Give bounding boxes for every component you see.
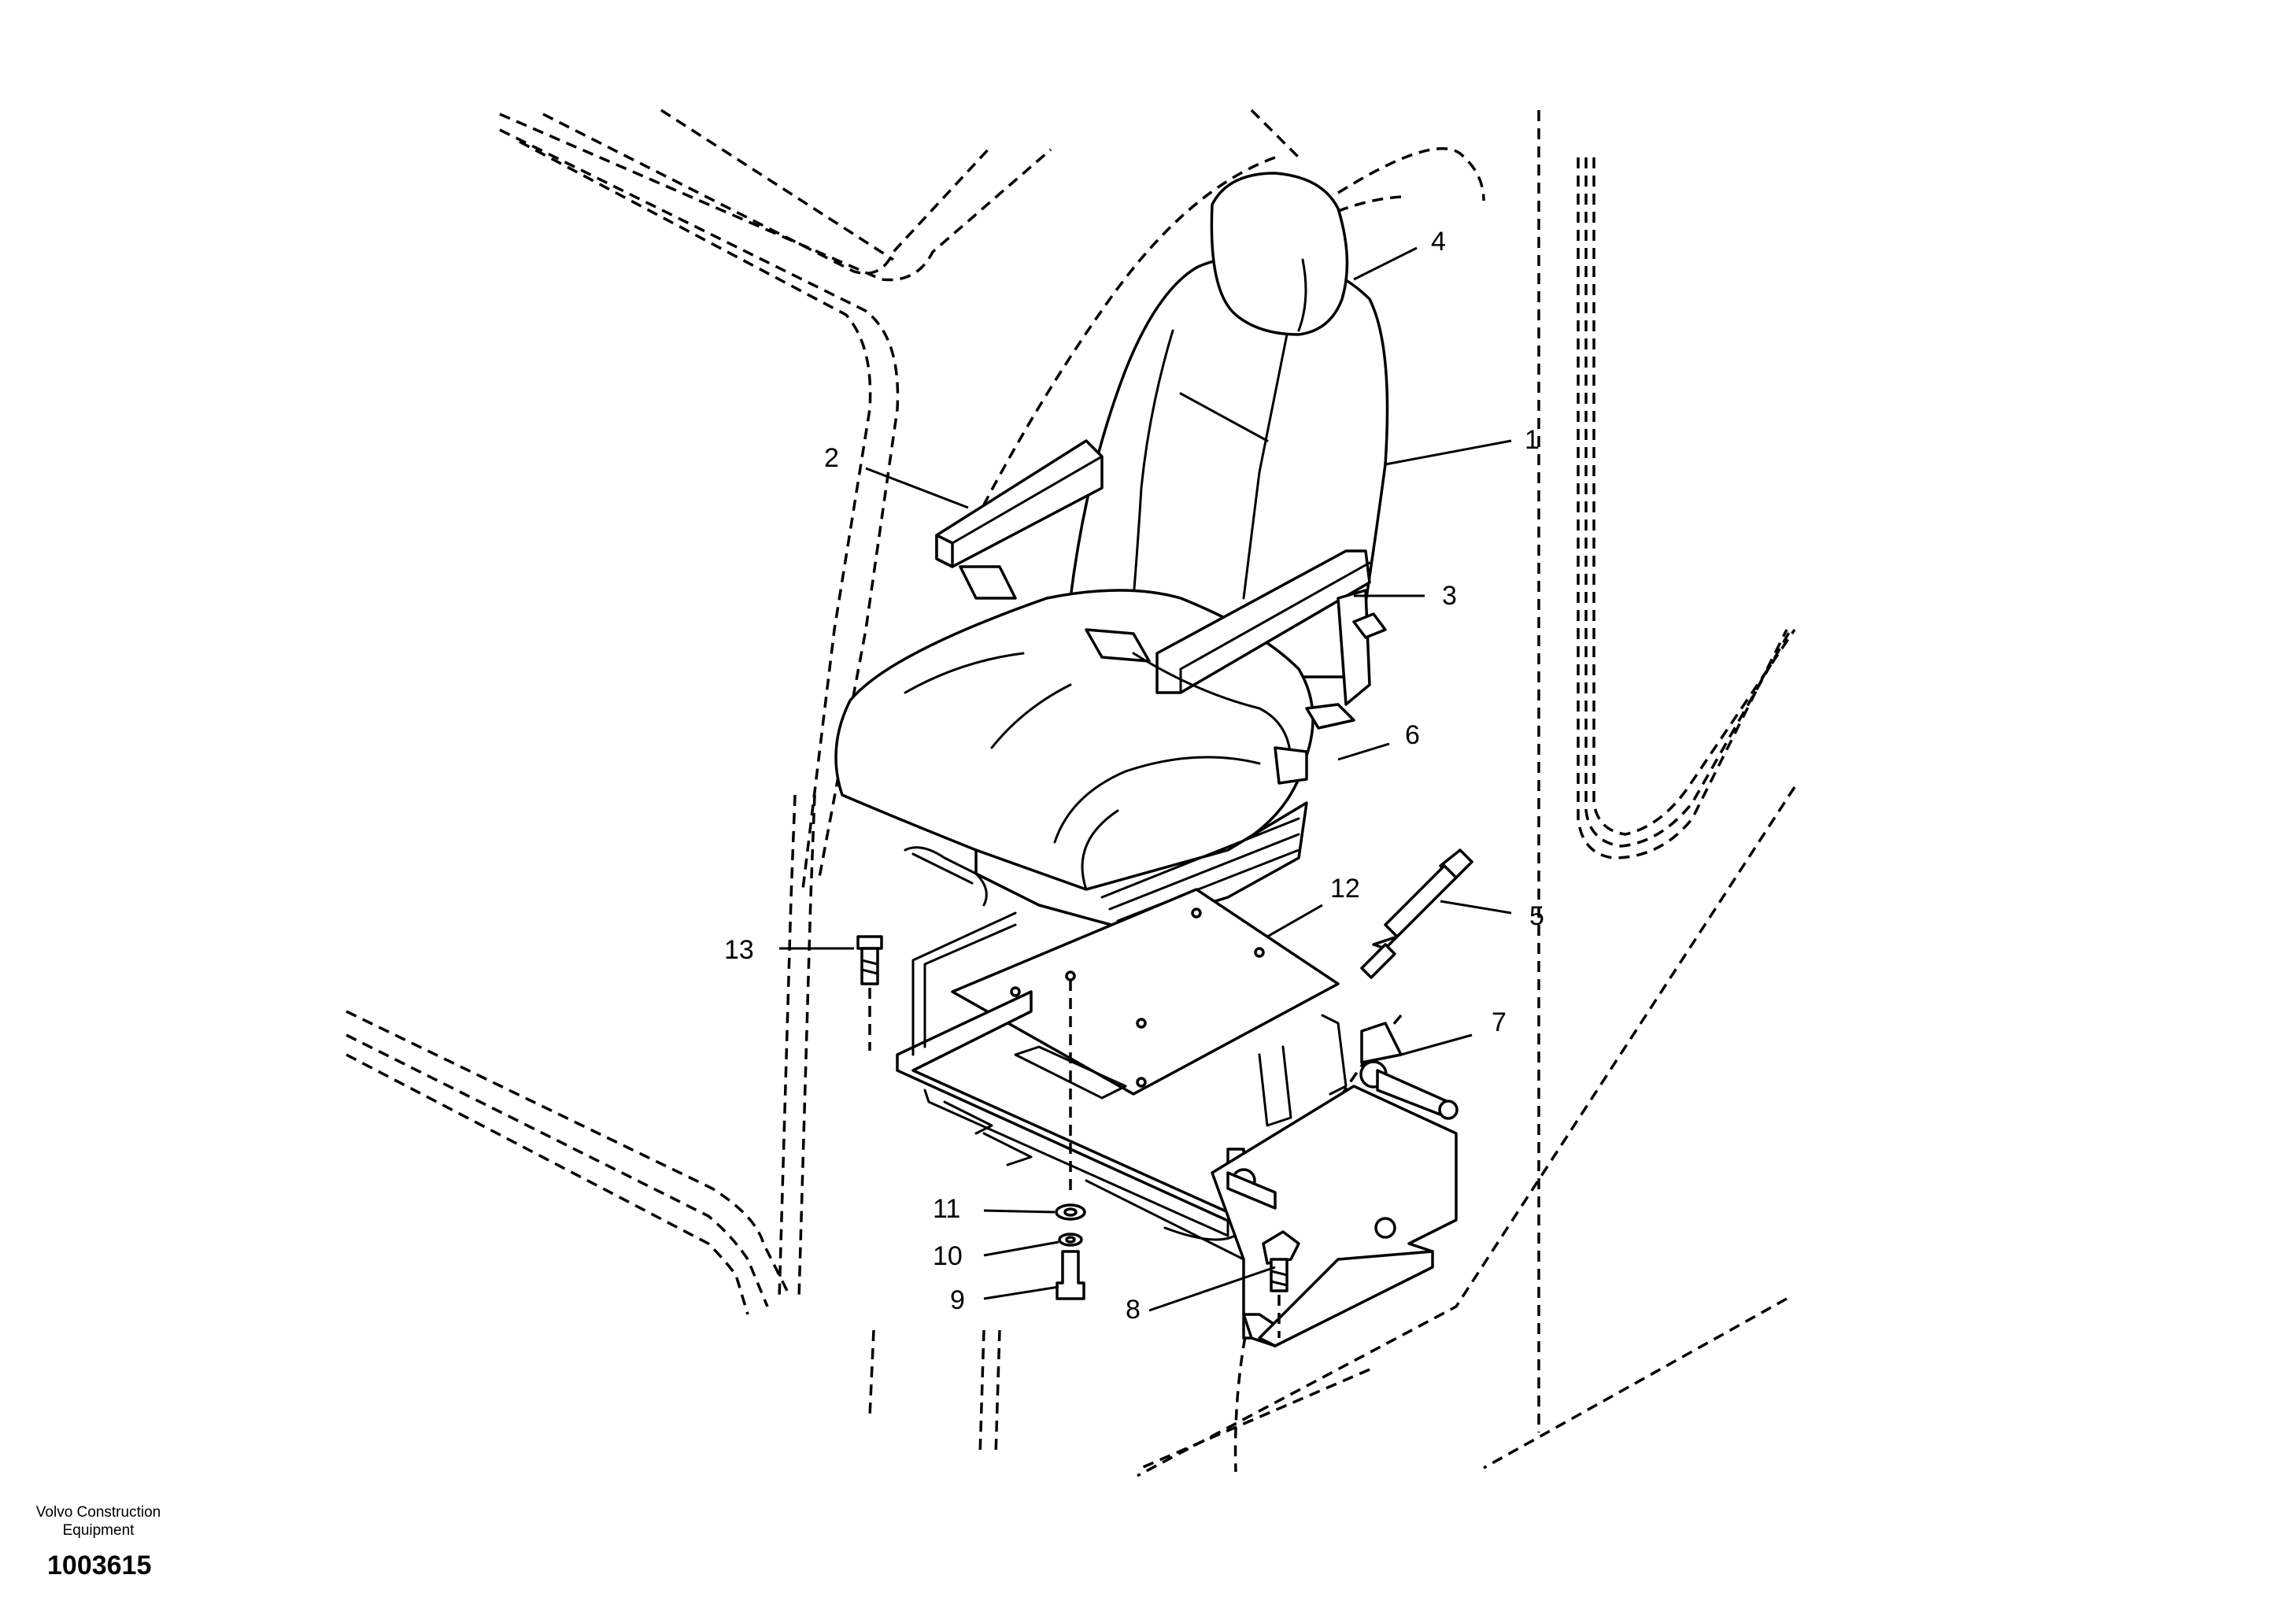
callout-7: 7 [1492,1007,1507,1037]
leader-10 [983,1240,1059,1257]
callout-12: 12 [1330,874,1360,904]
callout-1: 1 [1525,425,1540,455]
callout-13: 13 [724,935,754,965]
leader-5 [1440,900,1512,915]
seat-belt [1085,628,1355,785]
leader-11 [983,1209,1056,1214]
leader-12 [1266,904,1323,938]
callout-5: 5 [1529,901,1544,931]
leader-4 [1353,246,1418,281]
leader-2 [865,467,969,509]
leader-1 [1385,439,1512,466]
leader-lines [779,246,1512,1312]
callout-10: 10 [933,1241,963,1271]
brand-caption: Volvo Construction Equipment [35,1504,161,1539]
leader-9 [983,1285,1059,1300]
operator-seat [834,172,1389,930]
callout-2: 2 [824,443,839,473]
callout-6: 6 [1405,720,1420,750]
document-number: 1003615 [47,1551,152,1580]
fastener-stack [1055,980,1086,1300]
armrest-left [935,439,1104,600]
armrest-right [1155,549,1387,706]
leader-7 [1400,1033,1473,1056]
leader-8 [1148,1266,1276,1312]
headrest [1210,172,1349,336]
callout-11: 11 [933,1194,960,1224]
callout-9: 9 [950,1285,965,1315]
gas-spring [1360,848,1473,979]
bolt-13 [856,935,883,1051]
callout-8: 8 [1126,1295,1141,1325]
adjust-lever [904,846,988,907]
mounting-plate [951,888,1340,1096]
pin-lower [1226,1171,1277,1210]
bolt-9 [1056,1250,1085,1300]
seat-base [974,801,1308,930]
callout-4: 4 [1431,227,1446,257]
callout-3: 3 [1442,581,1457,611]
leader-6 [1337,742,1390,761]
lower-bracket [1211,1022,1459,1347]
callout-labels: 1 2 3 4 5 6 7 8 9 10 11 12 13 [724,227,1544,1325]
